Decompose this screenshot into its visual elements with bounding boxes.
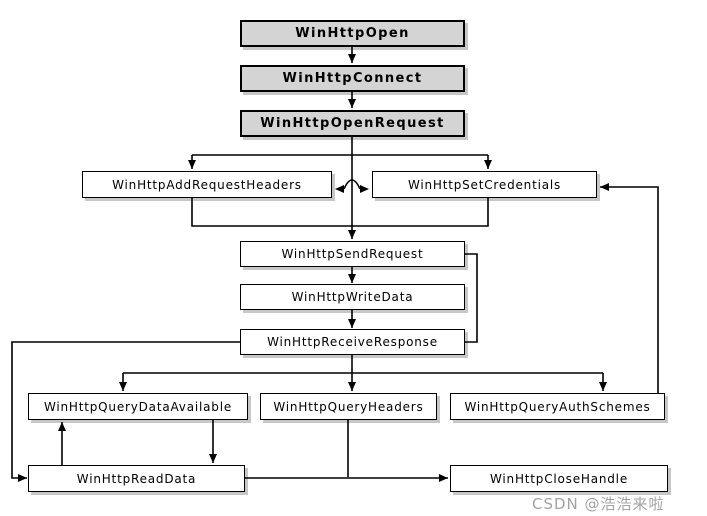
node-querydataavailable: WinHttpQueryDataAvailable xyxy=(28,393,248,420)
swap-arrowhead-left xyxy=(335,185,344,193)
loop-receiveresponse-to-readdata xyxy=(11,341,240,482)
node-openrequest: WinHttpOpenRequest xyxy=(240,110,465,137)
node-writedata: WinHttpWriteData xyxy=(240,284,465,310)
node-setcredentials: WinHttpSetCredentials xyxy=(372,171,597,198)
node-connect: WinHttpConnect xyxy=(240,65,465,92)
node-sendrequest: WinHttpSendRequest xyxy=(240,241,465,267)
loop-queryauthschemes-to-setcredentials xyxy=(600,183,659,393)
swap-arrowhead-right xyxy=(360,185,369,193)
node-readdata: WinHttpReadData xyxy=(28,465,245,492)
swap-arc xyxy=(343,179,361,190)
node-open: WinHttpOpen xyxy=(240,20,465,47)
node-addrequestheaders: WinHttpAddRequestHeaders xyxy=(82,171,332,198)
node-receiveresponse: WinHttpReceiveResponse xyxy=(240,329,465,355)
watermark: CSDN @浩浩来啦 xyxy=(532,495,665,513)
bypass-sendrequest-to-receiveresponse xyxy=(465,253,478,343)
merge-from-optional-row xyxy=(191,198,489,227)
node-queryheaders: WinHttpQueryHeaders xyxy=(260,393,437,420)
node-closehandle: WinHttpCloseHandle xyxy=(450,465,668,492)
node-queryauthschemes: WinHttpQueryAuthSchemes xyxy=(450,393,665,420)
